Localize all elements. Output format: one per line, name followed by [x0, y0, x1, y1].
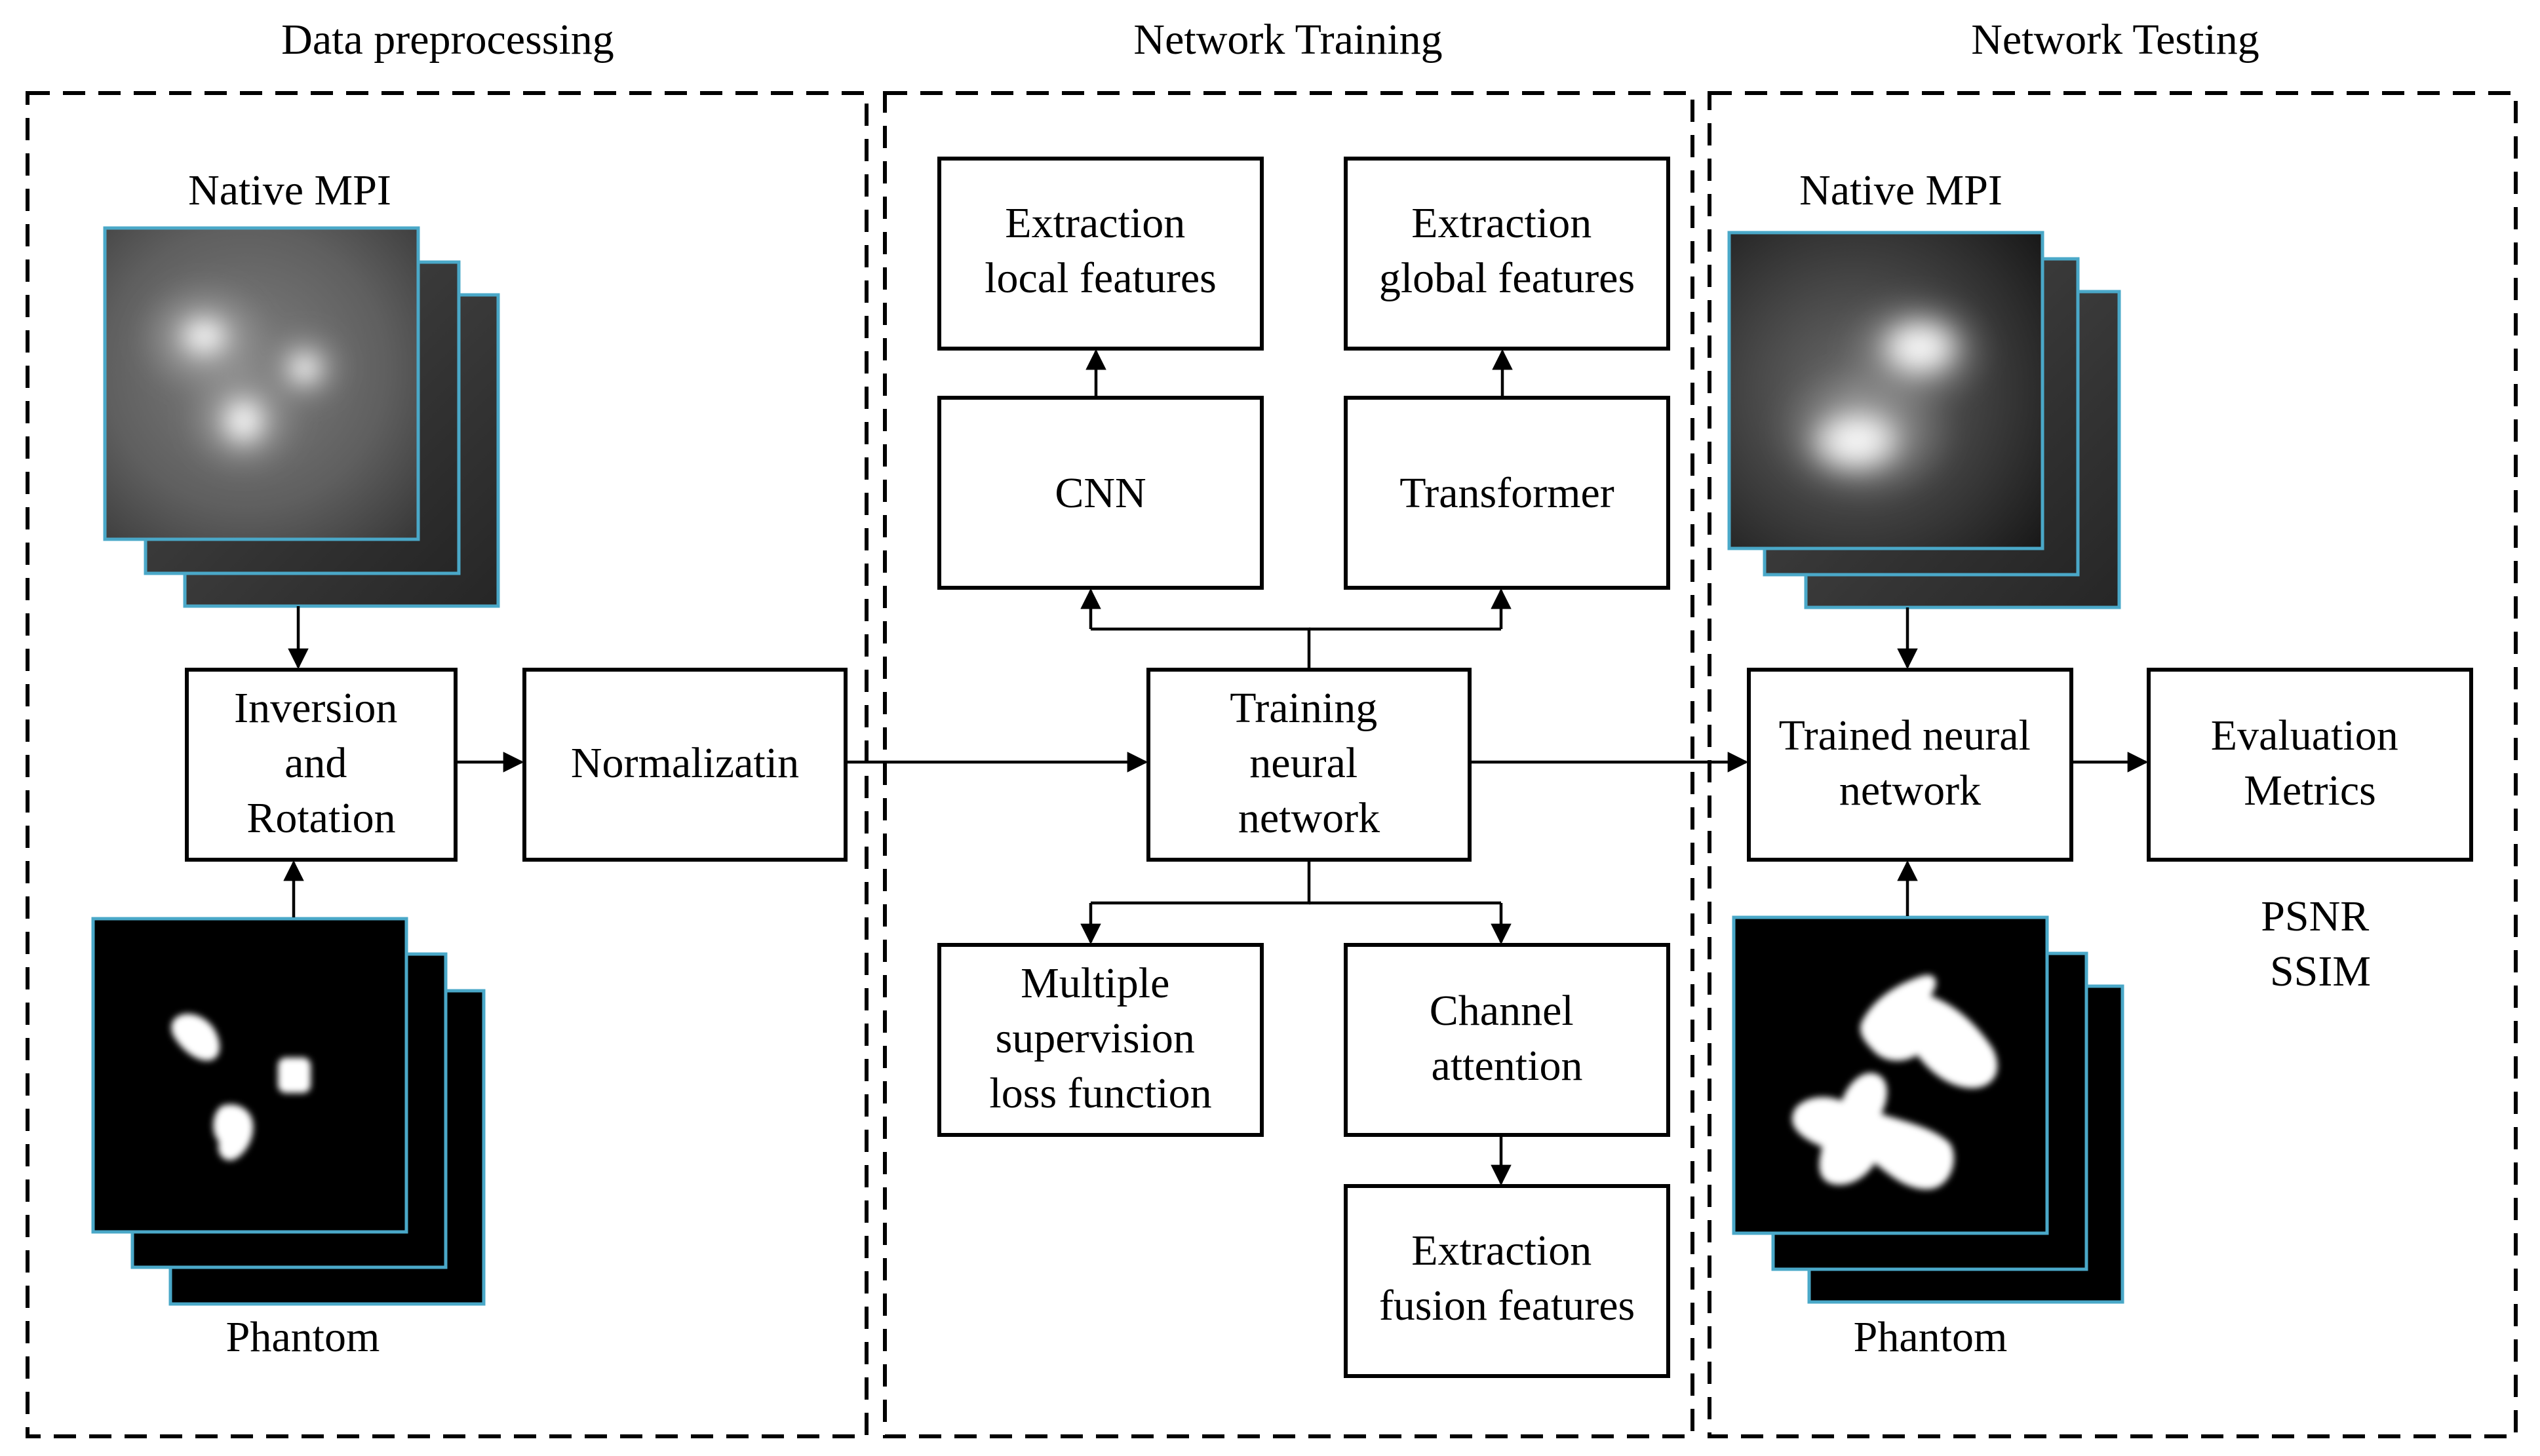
cnn-text: CNN	[1055, 469, 1146, 517]
inversion-rotation-text: Inversion and Rotation	[234, 684, 408, 842]
global-features-line-1: Extraction	[1411, 199, 1592, 247]
native-mpi-label-left: Native MPI	[188, 166, 391, 214]
fusion-features-line-2: fusion features	[1379, 1282, 1635, 1330]
channel-attention-box	[1344, 943, 1670, 1137]
evaluation-line-1: Evaluation	[2211, 712, 2398, 759]
local-features-box	[937, 157, 1264, 351]
branch-up	[1091, 627, 1311, 670]
section-title-training: Network Training	[1133, 16, 1442, 64]
cnn-box	[937, 396, 1264, 590]
phantom-label-right: Phantom	[1854, 1313, 2008, 1361]
trained-line-1: Trained neural	[1779, 712, 2031, 759]
training-line-2: neural	[1249, 739, 1358, 787]
phantom-image-stack-right	[1732, 915, 2124, 1304]
multiple-supervision-box	[937, 943, 1264, 1137]
global-features-line-2: global features	[1379, 254, 1635, 302]
metric-ssim: SSIM	[2270, 948, 2371, 995]
inversion-line-1: Inversion	[234, 684, 397, 732]
phantom-image-stack-left	[91, 917, 486, 1306]
supervision-line-3: loss function	[989, 1069, 1211, 1117]
channel-attention-line-2: attention	[1432, 1042, 1583, 1090]
evaluation-metrics-box	[2147, 668, 2473, 862]
local-features-line-2: local features	[985, 254, 1217, 302]
native-mpi-image-stack-left	[103, 226, 500, 608]
local-features-text: Extraction local features	[985, 199, 1217, 302]
training-network-box	[1146, 668, 1472, 862]
metrics-list: PSNR SSIM	[2261, 892, 2380, 995]
evaluation-line-2: Metrics	[2244, 767, 2376, 814]
normalization-text: Normalizatin	[571, 739, 799, 787]
trained-line-2: network	[1839, 767, 1981, 814]
preprocessing-panel	[26, 91, 869, 1438]
metric-psnr: PSNR	[2261, 892, 2369, 940]
connectors	[283, 349, 2149, 1186]
section-title-preprocessing: Data preprocessing	[281, 16, 614, 64]
inversion-rotation-box	[185, 668, 458, 862]
fusion-features-text: Extraction fusion features	[1379, 1227, 1635, 1330]
training-line-1: Training	[1230, 684, 1377, 732]
trained-network-box	[1747, 668, 2073, 862]
evaluation-metrics-text: Evaluation Metrics	[2211, 712, 2409, 814]
transformer-box	[1344, 396, 1670, 590]
training-network-text: Training neural network	[1230, 684, 1388, 842]
transformer-text: Transformer	[1399, 469, 1614, 517]
normalization-box	[522, 668, 848, 862]
fusion-features-line-1: Extraction	[1411, 1227, 1592, 1274]
training-panel	[883, 91, 1694, 1438]
native-mpi-image-stack-right	[1727, 231, 2121, 609]
fusion-features-box	[1344, 1184, 1670, 1378]
training-line-3: network	[1238, 794, 1380, 842]
supervision-line-2: supervision	[996, 1014, 1195, 1062]
section-title-testing: Network Testing	[1971, 16, 2259, 64]
channel-attention-text: Channel attention	[1430, 987, 1584, 1090]
native-mpi-label-right: Native MPI	[1799, 166, 2003, 214]
global-features-box	[1344, 157, 1670, 351]
supervision-line-1: Multiple	[1021, 959, 1169, 1007]
global-features-text: Extraction global features	[1379, 199, 1635, 302]
channel-attention-line-1: Channel	[1430, 987, 1574, 1035]
local-features-line-1: Extraction	[1005, 199, 1185, 247]
trained-network-text: Trained neural network	[1779, 712, 2042, 814]
inversion-line-3: Rotation	[246, 794, 395, 842]
inversion-line-2: and	[284, 739, 347, 787]
branch-down	[1091, 860, 1311, 905]
testing-panel	[1708, 91, 2518, 1438]
multiple-supervision-text: Multiple supervision loss function	[989, 959, 1211, 1117]
phantom-label-left: Phantom	[226, 1313, 380, 1361]
